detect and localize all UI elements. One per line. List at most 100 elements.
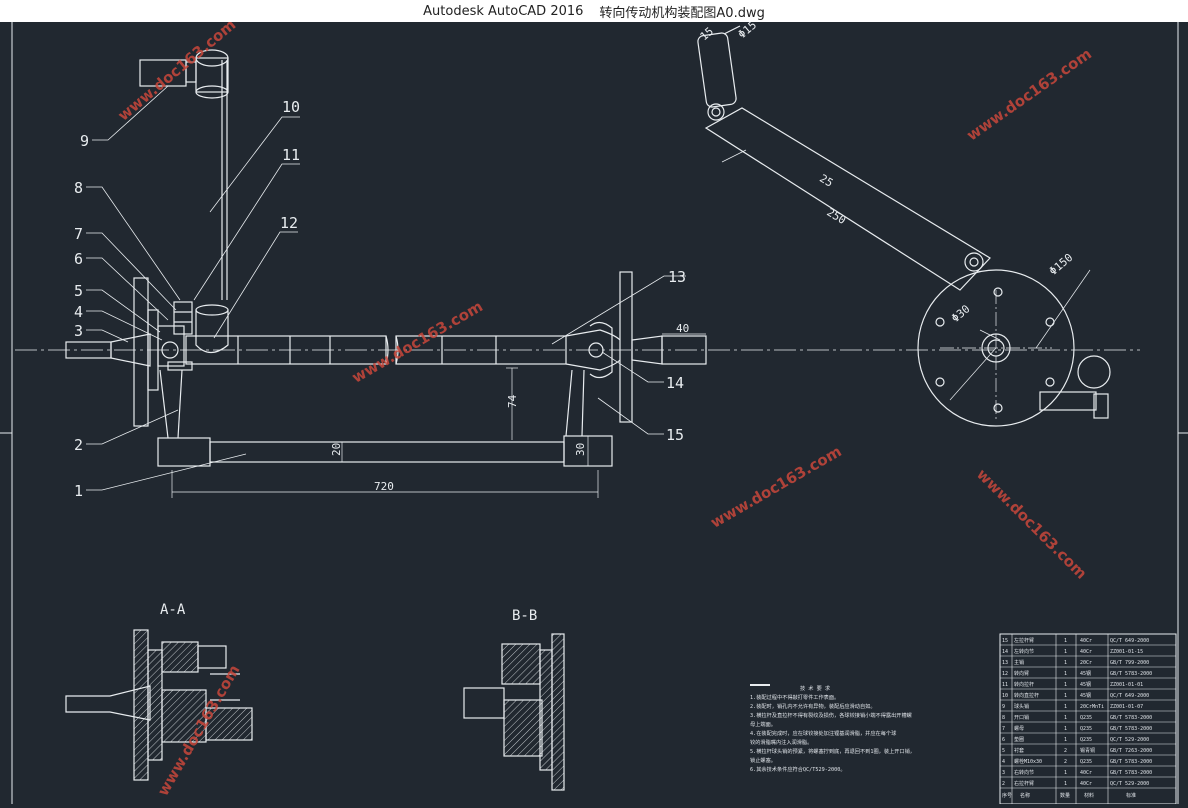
cad-drawing[interactable]: 720 74 20 30 40 1 2 3 4 5 6 7 8 9 10 11 … <box>0 16 1188 805</box>
bom-cell: 2 <box>1064 748 1067 754</box>
dim-height: 74 <box>506 394 519 408</box>
bom-cell: 1 <box>1064 726 1067 732</box>
balloon-12: 12 <box>280 214 298 232</box>
balloon-6: 6 <box>74 250 83 268</box>
balloon-9: 9 <box>80 132 89 150</box>
app-name: Autodesk AutoCAD 2016 <box>423 3 584 19</box>
bom-cell: GB/T 5783-2000 <box>1110 770 1152 776</box>
bom-cell: 45钢 <box>1080 681 1091 688</box>
bom-cell: 右拉杆臂 <box>1014 780 1034 787</box>
file-name: 转向传动机构装配图A0.dwg <box>599 5 765 21</box>
bom-cell: 转向直拉杆 <box>1014 692 1039 699</box>
drawing-border <box>0 22 1188 804</box>
bom-header-cell: 名称 <box>1020 792 1030 799</box>
bom-cell: 1 <box>1064 682 1067 688</box>
bom-cell: 40Cr <box>1080 781 1092 787</box>
bom-cell: 2 <box>1002 781 1005 787</box>
bom-cell: ZZ001-01-15 <box>1110 649 1143 655</box>
bom-cell: 衬套 <box>1014 747 1024 754</box>
balloon-11: 11 <box>282 146 300 164</box>
bom-cell: 45钢 <box>1080 670 1091 677</box>
bom-cell: 1 <box>1064 649 1067 655</box>
tech-line-2: 2.装配时，销孔内不允许有异物，装配后应滑动自如。 <box>750 702 876 710</box>
bom-cell: 15 <box>1002 638 1008 644</box>
bom-cell: 转向拉杆 <box>1014 681 1034 688</box>
bom-cell: 1 <box>1064 737 1067 743</box>
side-view <box>697 25 1111 427</box>
dim-lever-width: 30 <box>574 443 587 456</box>
balloon-leaders <box>86 85 686 491</box>
bom-cell: 1 <box>1064 693 1067 699</box>
bom-cell: 8 <box>1002 715 1005 721</box>
tech-title: 技 术 要 求 <box>800 684 831 692</box>
bom-cell: 1 <box>1064 781 1067 787</box>
bom-cell: 球头销 <box>1014 703 1029 710</box>
tech-line-1: 1.装配过程中不得敲打零件工作表面。 <box>750 693 839 701</box>
balloon-4: 4 <box>74 303 83 321</box>
tech-line-5: 4.在装配完成时，应在球铰接处加注锂基润滑脂，并应在每个球 <box>750 729 897 737</box>
balloon-3: 3 <box>74 322 83 340</box>
bom-cell: 20Cr <box>1080 660 1092 666</box>
bom-cell: GB/T 799-2000 <box>1110 660 1149 666</box>
bom-cell: 1 <box>1064 671 1067 677</box>
watermark: www.doc163.com <box>707 442 844 532</box>
section-label-a: A-A <box>160 602 186 618</box>
drawing-canvas[interactable]: 720 74 20 30 40 1 2 3 4 5 6 7 8 9 10 11 … <box>0 16 1188 805</box>
bom-cell: ZZ001-01-01 <box>1110 682 1143 688</box>
balloon-10: 10 <box>282 98 300 116</box>
bom-cell: 13 <box>1002 660 1008 666</box>
balloon-13: 13 <box>668 268 686 286</box>
balloon-numbers: 1 2 3 4 5 6 7 8 9 10 11 12 13 14 15 <box>74 98 686 500</box>
bom-cell: 4 <box>1002 759 1005 765</box>
bom-cell: 20CrMnTi <box>1080 704 1104 710</box>
bom-cell: 1 <box>1064 704 1067 710</box>
bom-cell: 1 <box>1064 770 1067 776</box>
dim-shaft-end: 40 <box>676 322 689 335</box>
balloon-7: 7 <box>74 225 83 243</box>
bom-cell: GB/T 5783-2000 <box>1110 726 1152 732</box>
balloon-2: 2 <box>74 436 83 454</box>
bom-cell: 锡青铜 <box>1080 747 1095 754</box>
bom-cell: GB/T 7263-2000 <box>1110 748 1152 754</box>
balloon-1: 1 <box>74 482 83 500</box>
bom-cell: 40Cr <box>1080 770 1092 776</box>
bom-cell: 40Cr <box>1080 649 1092 655</box>
tech-line-8: 锁止螺塞。 <box>750 756 776 764</box>
watermarks: www.doc163.com www.doc163.com www.doc163… <box>114 16 1095 799</box>
bom-cell: QC/T 649-2000 <box>1110 693 1149 699</box>
tech-line-4: 母上端面。 <box>750 720 776 728</box>
tech-requirements: 技 术 要 求 1.装配过程中不得敲打零件工作表面。 2.装配时，销孔内不允许有… <box>750 684 915 773</box>
watermark: www.doc163.com <box>963 45 1095 145</box>
bom-cell: 6 <box>1002 737 1005 743</box>
bom-cell: QC/T 529-2000 <box>1110 737 1149 743</box>
dim-wheel-dia: Φ150 <box>1047 251 1076 278</box>
bom-cell: 45钢 <box>1080 692 1091 699</box>
bom-cell: 开口销 <box>1014 714 1029 721</box>
main-dimensions <box>171 333 706 498</box>
dim-pin-dia: Φ15 <box>736 22 760 41</box>
tech-line-7: 5.横拉杆球头销的预紧，将螺塞拧到底，再退回不到1圈，装上开口销， <box>750 747 915 755</box>
window-title-bar: Autodesk AutoCAD 2016 转向传动机构装配图A0.dwg <box>0 0 1188 22</box>
dim-hub-dia: Φ30 <box>949 302 973 325</box>
bom-cell: GB/T 5783-2000 <box>1110 715 1152 721</box>
bom-cell: 10 <box>1002 693 1008 699</box>
bom-header-cell: 序号 <box>1002 792 1012 799</box>
tech-line-6: 铰的滑脂嘴内注入润滑脂。 <box>750 738 812 746</box>
bom-cell: ZZ001-01-07 <box>1110 704 1143 710</box>
section-label-b: B-B <box>512 608 537 624</box>
bom-cell: 11 <box>1002 682 1008 688</box>
bom-cell: 螺栓M10x30 <box>1014 758 1042 765</box>
bom-cell: 垫圈 <box>1014 736 1024 743</box>
section-b-view <box>463 633 565 791</box>
dim-tube-dia: 20 <box>330 443 343 456</box>
bom-cell: QC/T 649-2000 <box>1110 638 1149 644</box>
dim-pin-len: 15 <box>698 25 717 43</box>
balloon-15: 15 <box>666 426 684 444</box>
bom-header-cell: 数量 <box>1060 792 1070 799</box>
watermark: www.doc163.com <box>349 297 486 387</box>
bom-cell: 12 <box>1002 671 1008 677</box>
bom-cell: Q235 <box>1080 759 1092 765</box>
bom-header-cell: 材料 <box>1084 792 1094 799</box>
bom-cell: 7 <box>1002 726 1005 732</box>
